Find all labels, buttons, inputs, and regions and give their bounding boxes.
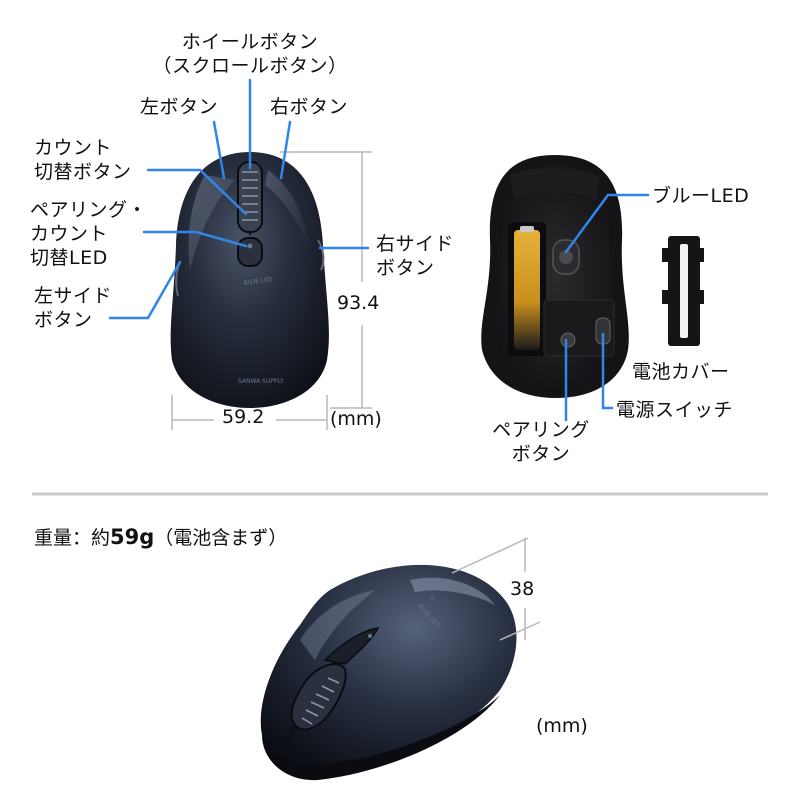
scroll-wheel-side xyxy=(290,663,347,731)
label-wheel-button-line2: （スクロールボタン） xyxy=(152,55,348,77)
label-count-switch-line2: 切替ボタン xyxy=(34,161,132,183)
mouse-top-shell xyxy=(170,152,329,408)
label-wheel-button: ホイールボタン （スクロールボタン） xyxy=(150,30,350,78)
svg-text:SANWA SUPPLY: SANWA SUPPLY xyxy=(238,378,284,385)
dimension-height: 38 xyxy=(510,578,535,600)
label-right-side-line2: ボタン xyxy=(376,257,435,279)
pairing-button-bottom xyxy=(560,332,576,348)
label-count-switch-line1: カウント xyxy=(34,137,113,159)
label-right-button: 右ボタン xyxy=(270,96,349,118)
label-left-side-button: 左サイド ボタン xyxy=(34,284,112,332)
weight-suffix: （電池含まず） xyxy=(154,527,288,549)
mouse-side-shell xyxy=(260,564,517,776)
weight-spec: 重量：約59g（電池含まず） xyxy=(34,523,287,550)
dimension-length: 93.4 xyxy=(337,292,380,314)
weight-value: 59g xyxy=(110,525,155,549)
label-pairing-led: ペアリング・ カウント 切替LED xyxy=(30,198,147,270)
battery-cover-piece xyxy=(662,236,704,346)
label-power-switch: 電源スイッチ xyxy=(616,399,734,421)
weight-prefix: 重量：約 xyxy=(34,527,111,549)
label-battery-cover: 電池カバー xyxy=(632,361,730,383)
leader-lines-bottom xyxy=(564,193,650,422)
leader-lines-top xyxy=(108,78,370,320)
label-left-side-line2: ボタン xyxy=(34,309,93,331)
mouse-bottom-view xyxy=(481,155,629,398)
label-pairing-led-line3: 切替LED xyxy=(30,247,108,269)
svg-text:BLUE LED: BLUE LED xyxy=(243,276,273,287)
label-right-side-line1: 右サイド xyxy=(376,233,455,255)
label-left-button: 左ボタン xyxy=(140,96,219,118)
label-right-side-button: 右サイド ボタン xyxy=(376,232,454,280)
label-count-switch: カウント 切替ボタン xyxy=(34,136,132,184)
count-switch-button xyxy=(237,237,263,267)
mouse-side-view: BLUE LED xyxy=(260,564,517,781)
label-blue-led: ブルーLED xyxy=(652,185,750,207)
label-wheel-button-line1: ホイールボタン xyxy=(181,31,319,53)
dimension-unit-side: (mm) xyxy=(536,715,588,737)
label-left-side-line1: 左サイド xyxy=(34,285,113,307)
label-pairing-led-line2: カウント xyxy=(30,223,109,245)
label-pairing-led-line1: ペアリング・ xyxy=(30,199,148,221)
mouse-top-shine xyxy=(188,175,235,270)
pairing-led-dot xyxy=(247,243,253,249)
dimension-width: 59.2 xyxy=(222,406,265,428)
mouse-top-view: BLUE LED SANWA SUPPLY xyxy=(170,152,329,408)
aa-battery xyxy=(514,230,540,350)
label-pairing-button-line2: ボタン xyxy=(511,443,571,465)
dimension-lines-top xyxy=(171,151,372,430)
label-pairing-button-line1: ペアリング xyxy=(492,419,590,441)
dimension-unit-top: (mm) xyxy=(330,408,382,430)
mouse-top-right-shine xyxy=(265,170,310,250)
label-pairing-button: ペアリング ボタン xyxy=(476,418,606,466)
dimension-lines-side xyxy=(451,537,541,641)
